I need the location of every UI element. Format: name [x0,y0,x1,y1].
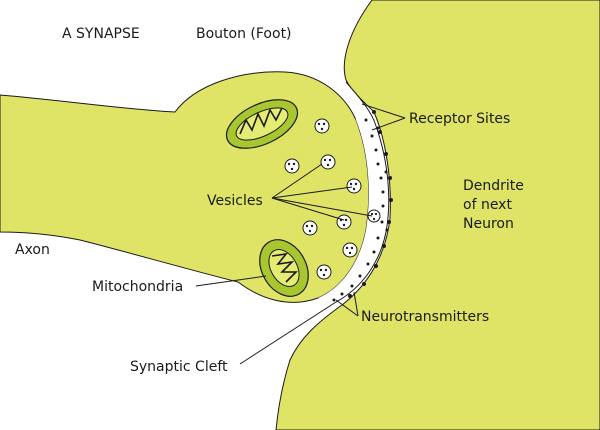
axon-bouton-region [0,71,370,303]
label-dendrite-1: Dendrite [463,178,524,194]
leader-lines [195,103,406,365]
label-dendrite-3: Neuron [463,216,514,232]
vesicle [342,242,358,258]
label-bouton: Bouton (Foot) [196,26,292,42]
vesicle [367,209,381,223]
mitochondrion-upper [225,99,299,149]
label-vesicles: Vesicles [207,193,263,209]
vesicle [302,220,318,236]
vesicle [336,214,352,230]
label-neurotransmitters: Neurotransmitters [361,309,489,325]
vesicle [316,264,332,280]
vesicles-group [284,118,381,280]
vesicle [320,154,336,170]
label-dendrite-2: of next [463,197,512,213]
label-synaptic-cleft: Synaptic Cleft [130,359,228,375]
vesicle [346,178,362,194]
mitochondrion-lower [259,239,309,297]
receptor-sites [348,110,393,298]
label-mitochondria: Mitochondria [92,279,183,295]
label-axon: Axon [15,242,50,258]
vesicle [284,158,300,174]
label-receptor-sites: Receptor Sites [409,111,510,127]
diagram-title: A SYNAPSE [62,26,140,42]
vesicle [314,118,330,134]
neurotransmitter-dots [332,118,389,302]
